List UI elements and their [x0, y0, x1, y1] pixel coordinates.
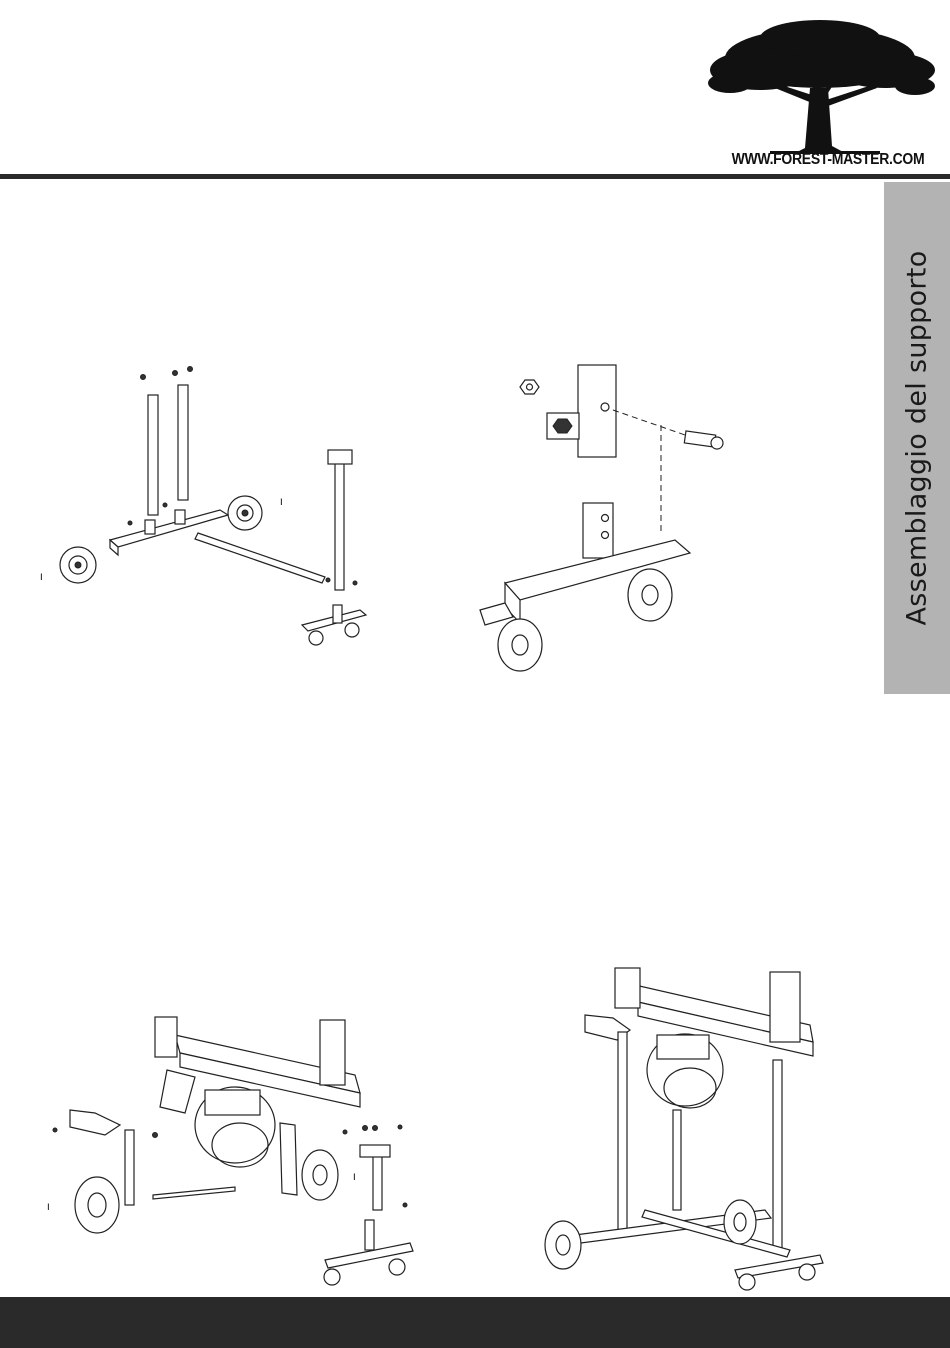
header-rule	[0, 174, 950, 179]
website-url: WWW.FOREST-MASTER.COM	[728, 149, 928, 167]
fig3-callout-b: I	[353, 1173, 356, 1183]
figure-splitter-assembled	[535, 960, 835, 1295]
fig1-callout-a: I	[40, 573, 43, 583]
section-tab: Assemblaggio del supporto	[884, 182, 950, 694]
figure-splitter-exploded: I I	[35, 995, 425, 1290]
figure-stand-exploded: I I	[30, 355, 380, 655]
fig3-callout-a: I	[47, 1203, 50, 1213]
figure-bolt-joint-detail	[465, 355, 745, 675]
section-tab-label: Assemblaggio del supporto	[902, 250, 933, 625]
fig1-callout-b: I	[280, 498, 283, 508]
footer-bar	[0, 1297, 950, 1348]
